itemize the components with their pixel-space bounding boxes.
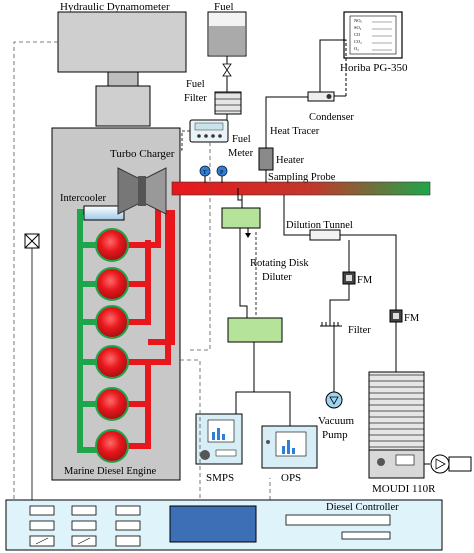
intercooler-label: Intercooler (60, 193, 107, 204)
fuel-filter-label-2: Filter (184, 93, 207, 104)
condenser-label: Condenser (309, 112, 354, 123)
svg-text:P: P (220, 170, 224, 176)
fuel-filter (214, 91, 242, 115)
analyzer-screen-line: O₂ (354, 46, 359, 51)
temperature-gauge: T (199, 165, 211, 183)
ops-instrument (261, 425, 318, 469)
cylinder (95, 429, 129, 463)
fuel-filter-label-1: Fuel (186, 79, 205, 90)
vacuum-pump (325, 391, 343, 409)
engine-label: Marine Diesel Engine (64, 466, 156, 477)
dilution-tunnel-label: Dilution Tunnel (286, 220, 353, 231)
exhaust-pipe (171, 181, 431, 196)
turbo-label: Turbo Charger (110, 148, 175, 160)
pump-icon (424, 454, 472, 474)
analyzer-screen-line: SO₂ (354, 25, 362, 30)
dilution-stage-1 (221, 207, 261, 229)
cylinder-bank (95, 228, 129, 463)
cylinder (95, 345, 129, 379)
fuel-meter-label-2: Meter (228, 148, 254, 159)
vacuum-pump-label-2: Pump (322, 429, 348, 441)
signal-lines (13, 41, 271, 500)
fm1-label: FM (357, 275, 373, 286)
fm2-label: FM (404, 313, 420, 324)
signal-junction (24, 233, 40, 500)
hydraulic-dynamometer (57, 11, 187, 127)
heater-label: Heater (276, 155, 304, 166)
cylinder (95, 387, 129, 421)
diesel-controller (5, 499, 443, 551)
moudi-impactor (368, 371, 425, 479)
fuel-meter-label-1: Fuel (232, 134, 251, 145)
sampling-probe-label: Sampling Probe (268, 172, 336, 183)
ops-label: OPS (281, 472, 301, 484)
vacuum-pump-label-1: Vacuum (318, 415, 354, 427)
dilution-stage-2 (227, 317, 283, 343)
filter-element (320, 322, 342, 327)
analyzer-screen-line: CO (354, 32, 361, 37)
analyzer-screen-line: NOₓ (354, 18, 362, 23)
valve-icon (222, 63, 232, 71)
turbo-charger (117, 167, 167, 215)
pressure-gauge: P (216, 165, 228, 183)
fuel-tank (207, 11, 247, 57)
heat-tracer-label: Heat Tracer (270, 126, 320, 137)
cylinder (95, 267, 129, 301)
moudi-label: MOUDI 110R (372, 483, 436, 495)
rotating-diluter-label-2: Diluter (262, 272, 292, 283)
cylinder (95, 228, 129, 262)
dynamometer-label: Hydraulic Dynamometer (60, 1, 170, 13)
fuel-label: Fuel (214, 1, 234, 13)
intercooler (83, 205, 125, 221)
smps-label: SMPS (206, 472, 234, 484)
heater (258, 147, 274, 171)
dilution-tunnel (309, 229, 341, 241)
exhaust-manifold (128, 205, 175, 449)
horiba-analyzer: NOₓ SO₂ CO CO₂ O₂ (343, 11, 403, 59)
cylinder (95, 305, 129, 339)
analyzer-screen-line: CO₂ (354, 39, 362, 44)
rotating-diluter-label-1: Rotating Disk (250, 258, 309, 269)
analyzer-label: Horiba PG-350 (340, 62, 408, 74)
controller-label: Diesel Controller (326, 502, 399, 513)
svg-text:T: T (203, 170, 207, 176)
smps-instrument (195, 413, 243, 465)
filter-label: Filter (348, 325, 371, 336)
fuel-meter (189, 119, 229, 143)
controller-display (169, 505, 257, 543)
